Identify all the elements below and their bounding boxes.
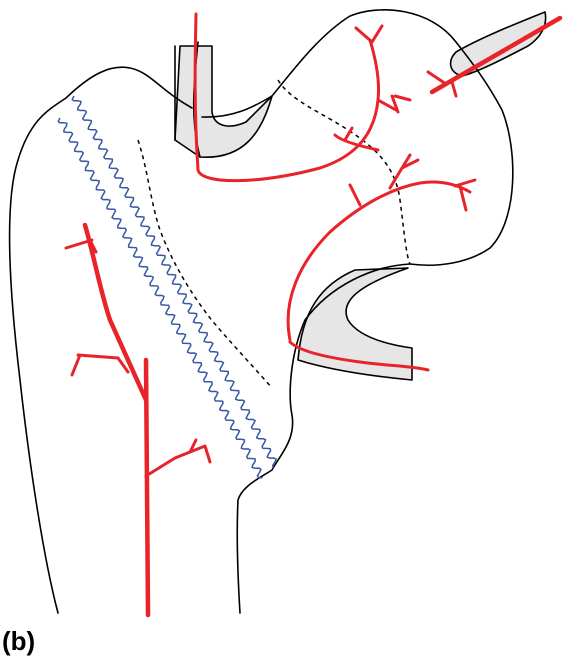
vessel-retinacular-top — [193, 12, 380, 183]
vessel-main-shaft — [143, 357, 151, 618]
growth-plate-outer — [57, 117, 263, 479]
femur-outline — [8, 66, 193, 614]
vessel-retinacular-bottom — [288, 340, 430, 372]
femur-head-outline — [201, 9, 514, 267]
growth-plates — [57, 95, 277, 479]
trochanter-cap-shade — [449, 11, 547, 77]
vessel-branch-left-lower — [70, 353, 130, 377]
vessel-foveal-branch — [333, 126, 380, 152]
vessel-branch-metaphyseal — [144, 438, 212, 478]
growth-plate-inner — [71, 95, 277, 468]
vessel-branch-left-upper — [64, 238, 98, 254]
vessel-ligamentum-teres — [429, 15, 563, 95]
vessel-lateral-twigs — [348, 153, 477, 212]
vessel-diaphyseal-branch — [82, 222, 149, 403]
vessel-fovea-twigs — [426, 70, 458, 98]
vessel-head-branch-1 — [354, 24, 412, 114]
dashed-lines — [137, 79, 411, 389]
capsule-shade-top — [174, 45, 273, 158]
bone-outline — [8, 9, 514, 614]
blood-vessels — [64, 12, 563, 618]
panel-label: (b) — [2, 626, 36, 656]
capsule-shade-bottom — [297, 267, 413, 381]
vessel-lateral-epiphyseal — [286, 180, 472, 342]
femur-shaft-right-outline — [236, 263, 411, 614]
dashed-epiphyseal-line — [277, 79, 411, 265]
cartilage-shading — [174, 11, 547, 381]
